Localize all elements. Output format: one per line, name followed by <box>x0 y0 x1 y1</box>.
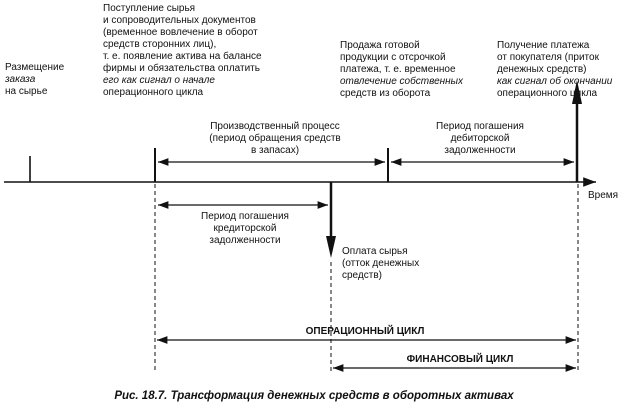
text-line: от покупателя (приток <box>497 52 599 63</box>
event-sale: Продажа готовой продукции с отсрочкой пл… <box>340 40 463 100</box>
period-payables: Период погашения кредиторской задолженно… <box>180 211 310 247</box>
figure-caption: Рис. 18.7. Трансформация денежных средст… <box>114 390 514 402</box>
text-line: как сигнал об окончании <box>497 76 613 87</box>
text-line: операционного цикла <box>103 87 204 98</box>
text-line: операционного цикла <box>497 88 598 99</box>
text-line: средств) <box>342 270 382 281</box>
event-receipt: Поступление сырья и сопроводительных док… <box>103 3 262 99</box>
text-line: (временное вовлечение в оборот <box>103 27 258 38</box>
text-line: Получение платежа <box>497 40 590 51</box>
text-line: денежных средств) <box>497 64 587 75</box>
text-line: кредиторской <box>213 223 277 234</box>
text-line: задолженности <box>444 145 516 156</box>
text-line: продукции с отсрочкой <box>340 52 446 63</box>
text-line: Размещение <box>5 62 65 73</box>
text-line: (отток денежных <box>342 258 420 269</box>
text-line: на сырье <box>5 86 48 97</box>
event-payment-made: Оплата сырья (отток денежных средств) <box>342 246 419 282</box>
axis-label: Время <box>588 190 619 201</box>
text-line: т. е. появление актива на балансе <box>103 51 262 62</box>
text-line: дебиторской <box>450 133 510 144</box>
text-line: Поступление сырья <box>103 3 196 14</box>
period-production: Производственный процесс (период обращен… <box>190 121 360 157</box>
event-order: Размещение заказа на сырье <box>5 62 64 98</box>
event-payment-received: Получение платежа от покупателя (приток … <box>497 40 612 100</box>
text-line: Продажа готовой <box>340 40 420 51</box>
text-line: Производственный процесс <box>210 121 340 132</box>
text-line: заказа <box>5 74 36 85</box>
text-line: задолженности <box>209 235 281 246</box>
text-line: Период погашения <box>436 121 524 132</box>
text-line: средств сторонних лиц), <box>103 39 217 50</box>
text-line: платежа, т. е. временное <box>340 64 456 75</box>
text-line: (период обращения средств <box>209 133 341 144</box>
text-line: фирмы и обязательства оплатить <box>103 63 260 74</box>
text-line: отвлечение собственных <box>340 76 464 87</box>
period-receivables: Период погашения дебиторской задолженнос… <box>420 121 540 157</box>
operating-cycle-label: ОПЕРАЦИОННЫЙ ЦИКЛ <box>305 326 425 337</box>
text-line: и сопроводительных документов <box>103 15 256 26</box>
text-line: Оплата сырья <box>342 246 408 257</box>
text-line: в запасах) <box>250 145 300 156</box>
text-line: его как сигнал о начале <box>103 75 215 86</box>
text-line: средств из оборота <box>340 88 431 99</box>
financial-cycle-label: ФИНАНСОВЫЙ ЦИКЛ <box>406 354 514 365</box>
text-line: Период погашения <box>201 211 289 222</box>
